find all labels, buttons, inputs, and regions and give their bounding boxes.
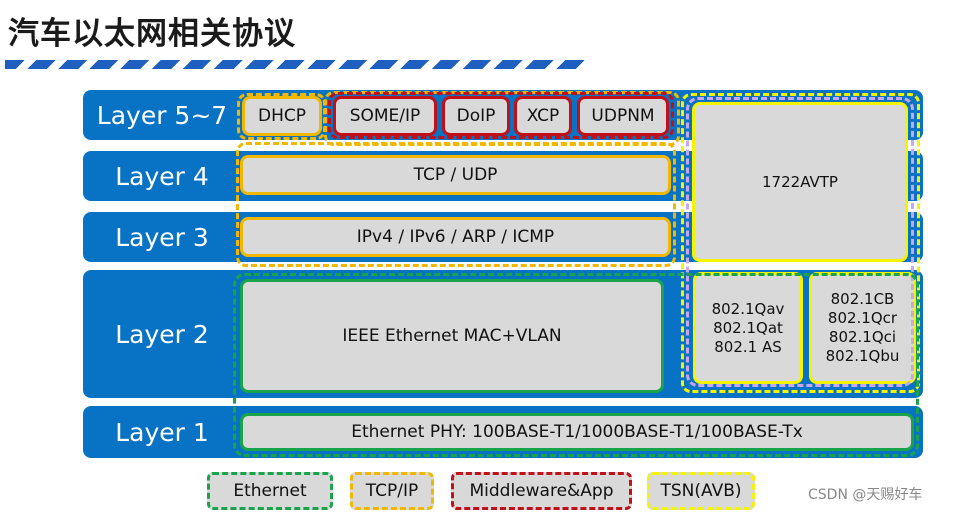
- layer-4-label: Layer 4: [115, 161, 209, 191]
- watermark: CSDN @天赐好车: [808, 487, 923, 503]
- legend-tsn-avb: TSN(AVB): [647, 472, 755, 510]
- dhcp-box: DHCP: [242, 96, 322, 136]
- tcp-udp-box: TCP / UDP: [240, 155, 671, 195]
- middleware-group-outline: [328, 92, 674, 139]
- avb-standards-box: 802.1Qav 802.1Qat 802.1 AS: [693, 272, 803, 384]
- title-underline-stripe: [5, 60, 585, 69]
- someip-box: SOME/IP: [333, 96, 437, 136]
- legend-tcpip: TCP/IP: [350, 472, 434, 510]
- standard-802-1as: 802.1 AS: [714, 337, 782, 356]
- standard-802-1qat: 802.1Qat: [713, 318, 783, 337]
- standard-802-1qcr: 802.1Qcr: [827, 309, 898, 327]
- mac-vlan-box: IEEE Ethernet MAC+VLAN: [240, 279, 664, 393]
- layer-3-label: Layer 3: [115, 222, 209, 252]
- xcp-box: XCP: [514, 96, 572, 136]
- layer-5-7-label: Layer 5~7: [96, 100, 228, 130]
- layer-1-label: Layer 1: [115, 417, 209, 447]
- avtp-box: 1722AVTP: [692, 102, 908, 262]
- tcpip-group-outline-lower: [236, 142, 676, 267]
- page-title: 汽车以太网相关协议: [8, 16, 296, 52]
- ethernet-group-outline: [233, 273, 919, 457]
- tsn-group-outline: [681, 93, 920, 393]
- tcpip-group-outline-upper: [237, 93, 326, 140]
- standard-802-1qci: 802.1Qci: [828, 328, 897, 346]
- udpnm-box: UDPNM: [577, 96, 669, 136]
- legend-middleware-app: Middleware&App: [451, 472, 632, 510]
- doip-box: DoIP: [442, 96, 510, 136]
- avb-group-outline: [686, 97, 914, 387]
- phy-box: Ethernet PHY: 100BASE-T1/1000BASE-T1/100…: [240, 413, 914, 451]
- standard-802-1cb: 802.1CB: [830, 290, 895, 308]
- legend-ethernet: Ethernet: [207, 472, 333, 510]
- ip-box: IPv4 / IPv6 / ARP / ICMP: [240, 217, 671, 257]
- layer-2-label: Layer 2: [115, 319, 209, 349]
- standard-802-1qbu: 802.1Qbu: [825, 347, 900, 365]
- standard-802-1qav: 802.1Qav: [711, 299, 785, 318]
